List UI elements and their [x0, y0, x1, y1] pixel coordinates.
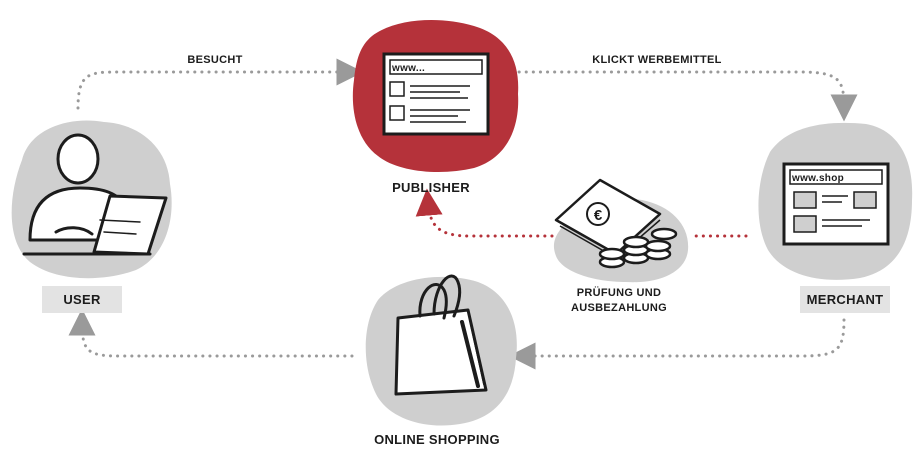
merchant-label: MERCHANT [800, 286, 890, 313]
money-icon: € [554, 178, 678, 269]
publisher-node [352, 20, 519, 173]
user-label: USER [42, 286, 122, 313]
shopping-node [365, 274, 517, 426]
payment-node: € [553, 178, 689, 283]
user-node [11, 120, 172, 279]
publisher-url-text: www... [392, 63, 426, 74]
arrow-shopping-to-user [68, 308, 354, 358]
arrow-user-to-publisher [76, 58, 364, 110]
payment-label-line1: PRÜFUNG UND [576, 287, 662, 299]
publisher-browser-icon [382, 52, 490, 136]
arrow-publisher-to-merchant [510, 70, 858, 122]
user-icon [22, 133, 168, 256]
arrow-merchant-to-publisher [428, 202, 748, 238]
merchant-browser-icon [782, 162, 890, 246]
payment-label-line2: AUSBEZAHLUNG [571, 302, 667, 314]
currency-symbol: € [594, 207, 603, 224]
shopping-label: ONLINE SHOPPING [374, 432, 500, 447]
edge-label-klickt-werbemittel: KLICKT WERBEMITTEL [592, 54, 722, 66]
payment-label: PRÜFUNG UND AUSBEZAHLUNG [556, 286, 682, 316]
shopping-bag-icon [394, 274, 488, 396]
merchant-url-text: www.shop [792, 173, 845, 184]
merchant-node [758, 122, 913, 280]
publisher-label: PUBLISHER [392, 180, 470, 195]
edge-label-besucht: BESUCHT [187, 54, 243, 66]
arrow-merchant-to-shopping [508, 318, 846, 370]
